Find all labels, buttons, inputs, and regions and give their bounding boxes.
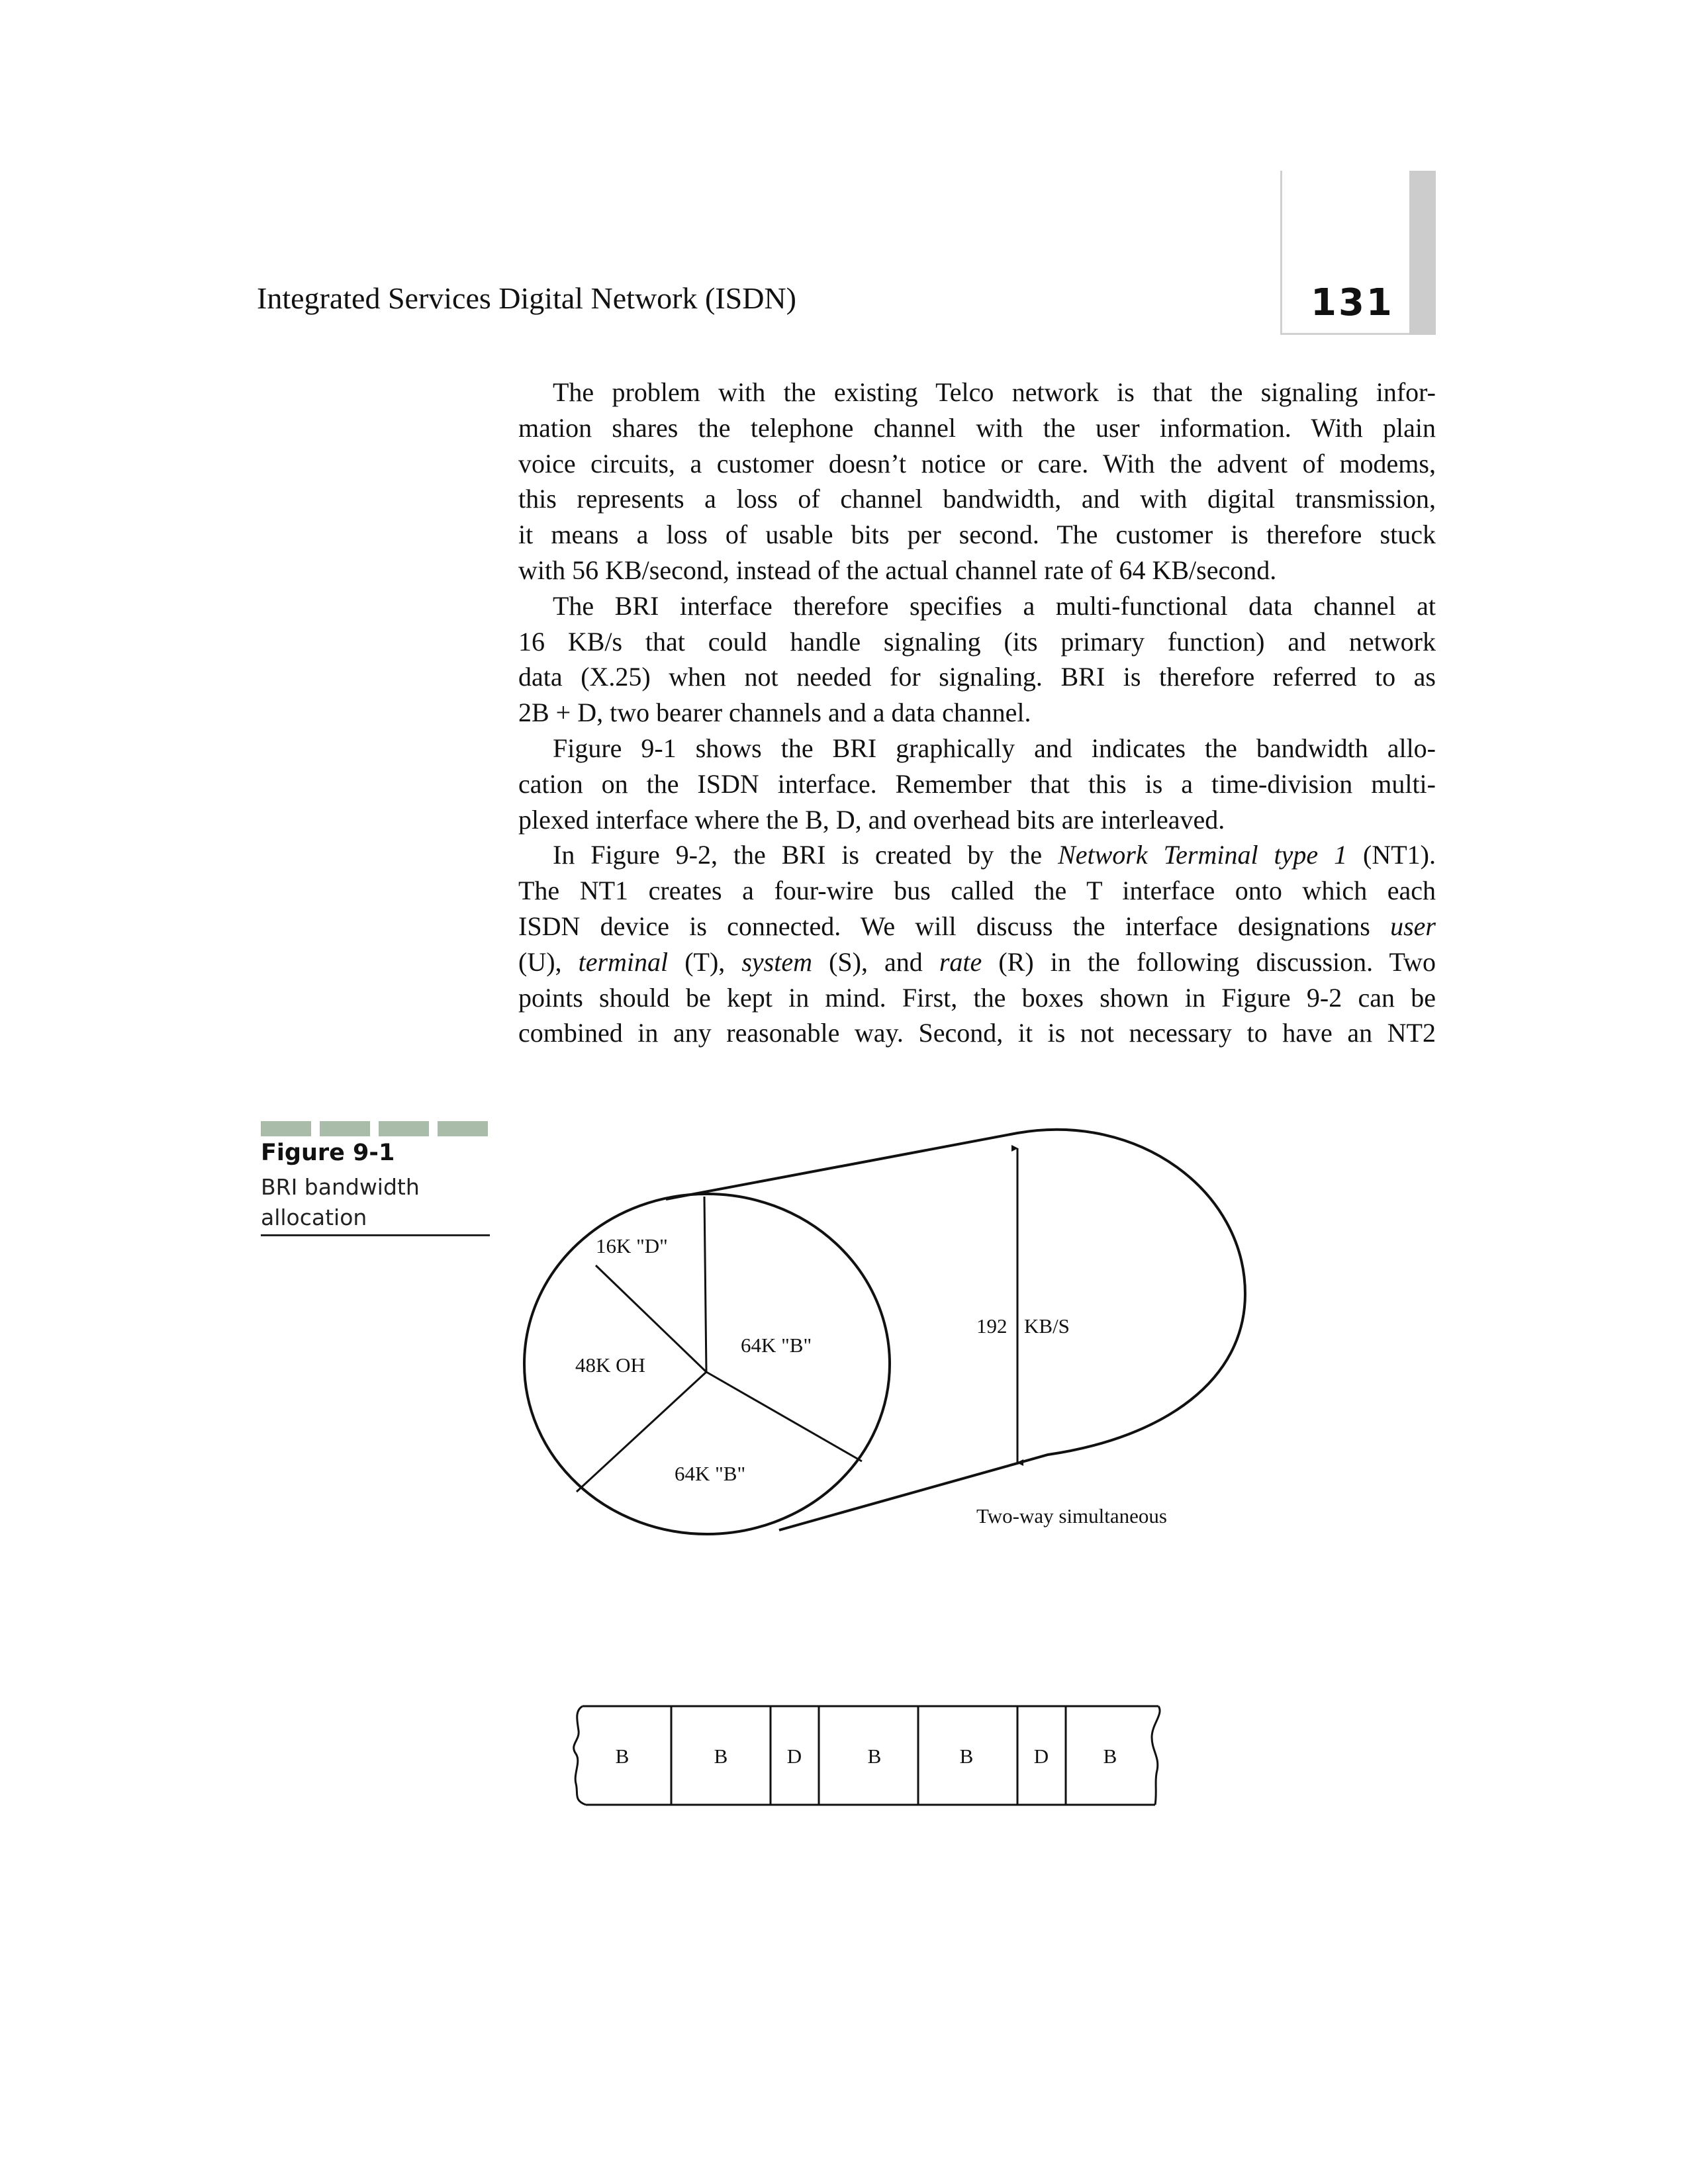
text-run: (NT1). [1347, 840, 1436, 870]
text-line: 16 KB/s that could handle signaling (its… [518, 624, 1436, 660]
text-run: 16 KB/s that could handle signaling (its… [518, 626, 1436, 657]
wavy-edge-left [573, 1705, 586, 1806]
text-line: this represents a loss of channel bandwi… [518, 481, 1436, 517]
rate-number: 192 [976, 1314, 1008, 1338]
pie-label-oh: 48K OH [575, 1353, 645, 1377]
pie-spoke [575, 1371, 708, 1493]
folio-underline [1280, 333, 1409, 335]
text-line: Figure 9-1 shows the BRI graphically and… [518, 731, 1436, 766]
text-line: plexed interface where the B, D, and ove… [518, 802, 1436, 838]
frame-slot: B [960, 1745, 974, 1768]
text-line: voice circuits, a customer doesn’t notic… [518, 446, 1436, 482]
text-run: The NT1 creates a four-wire bus called t… [518, 876, 1436, 906]
frame-slot: B [714, 1745, 728, 1768]
italic-term: Network Terminal type 1 [1058, 840, 1348, 870]
rate-unit: KB/S [1024, 1314, 1070, 1338]
caption-rule [261, 1234, 490, 1236]
pie-spoke [594, 1264, 708, 1373]
page-number: 131 [1311, 281, 1394, 324]
text-line: (U), terminal (T), system (S), and rate … [518, 944, 1436, 980]
text-line: points should be kept in mind. First, th… [518, 980, 1436, 1016]
text-line: with 56 KB/second, instead of the actual… [518, 553, 1436, 588]
text-run: In Figure 9-2, the BRI is created by the [553, 840, 1058, 870]
running-title: Integrated Services Digital Network (ISD… [257, 281, 796, 315]
text-run: plexed interface where the B, D, and ove… [518, 804, 1225, 835]
marker-square [320, 1121, 370, 1136]
text-line: The problem with the existing Telco netw… [518, 375, 1436, 410]
text-run: mation shares the telephone channel with… [518, 412, 1436, 443]
text-run: data (X.25) when not needed for signalin… [518, 662, 1436, 692]
text-run: voice circuits, a customer doesn’t notic… [518, 448, 1436, 478]
text-line: The BRI interface therefore specifies a … [518, 588, 1436, 624]
pie-label-b2: 64K "B" [675, 1462, 745, 1485]
text-run: Figure 9-1 shows the BRI graphically and… [553, 733, 1436, 763]
frame-slot: B [1103, 1745, 1117, 1768]
text-line: 2B + D, two bearer channels and a data c… [518, 695, 1436, 731]
text-run: ISDN device is connected. We will discus… [518, 911, 1391, 941]
text-run: 2B + D, two bearer channels and a data c… [518, 698, 1031, 728]
italic-term: system [741, 946, 812, 977]
figure-caption: BRI bandwidth allocation [261, 1174, 420, 1230]
text-run: (S), and [812, 946, 939, 977]
pie-label-d: 16K "D" [596, 1234, 668, 1257]
text-run: (T), [668, 946, 742, 977]
italic-term: rate [939, 946, 982, 977]
figure-label: Figure 9-1 [261, 1140, 395, 1166]
text-run: (U), [518, 946, 579, 977]
italic-term: terminal [578, 946, 669, 977]
text-line: The NT1 creates a four-wire bus called t… [518, 873, 1436, 909]
frame-slot: B [616, 1745, 630, 1768]
frame-slot: D [787, 1745, 802, 1768]
text-run: cation on the ISDN interface. Remember t… [518, 768, 1436, 799]
text-line: mation shares the telephone channel with… [518, 410, 1436, 446]
direction-note: Two-way simultaneous [976, 1504, 1167, 1527]
frame-strip [573, 1705, 1161, 1806]
marker-square [261, 1121, 311, 1136]
pie-spoke [706, 1371, 863, 1463]
frame-slot: B [868, 1745, 882, 1768]
wavy-edge-right [1150, 1706, 1161, 1805]
body-text: The problem with the existing Telco netw… [518, 375, 1436, 1051]
text-line: In Figure 9-2, the BRI is created by the… [518, 837, 1436, 873]
text-run: points should be kept in mind. First, th… [518, 982, 1436, 1013]
text-run: (R) in the following discussion. Two [982, 946, 1436, 977]
text-run: combined in any reasonable way. Second, … [518, 1018, 1436, 1048]
text-run: this represents a loss of channel bandwi… [518, 484, 1436, 514]
marker-square [438, 1121, 488, 1136]
folio-divider [1280, 171, 1282, 335]
text-line: it means a loss of usable bits per secon… [518, 517, 1436, 553]
text-line: data (X.25) when not needed for signalin… [518, 659, 1436, 695]
text-line: ISDN device is connected. We will discus… [518, 909, 1436, 944]
pie-spoke [703, 1196, 708, 1373]
frame-slot: D [1034, 1745, 1049, 1768]
text-run: it means a loss of usable bits per secon… [518, 520, 1436, 550]
tube-outline [665, 1128, 1247, 1531]
italic-term: user [1390, 911, 1436, 941]
pie-label-b1: 64K "B" [741, 1334, 812, 1357]
text-run: The problem with the existing Telco netw… [553, 377, 1436, 407]
text-run: The BRI interface therefore specifies a … [553, 590, 1436, 621]
folio-thumb-tab [1409, 171, 1436, 335]
pie-ellipse [523, 1193, 891, 1535]
figure-marker [261, 1121, 488, 1136]
marker-square [379, 1121, 429, 1136]
text-run: with 56 KB/second, instead of the actual… [518, 555, 1277, 585]
text-line: combined in any reasonable way. Second, … [518, 1015, 1436, 1051]
text-line: cation on the ISDN interface. Remember t… [518, 766, 1436, 802]
